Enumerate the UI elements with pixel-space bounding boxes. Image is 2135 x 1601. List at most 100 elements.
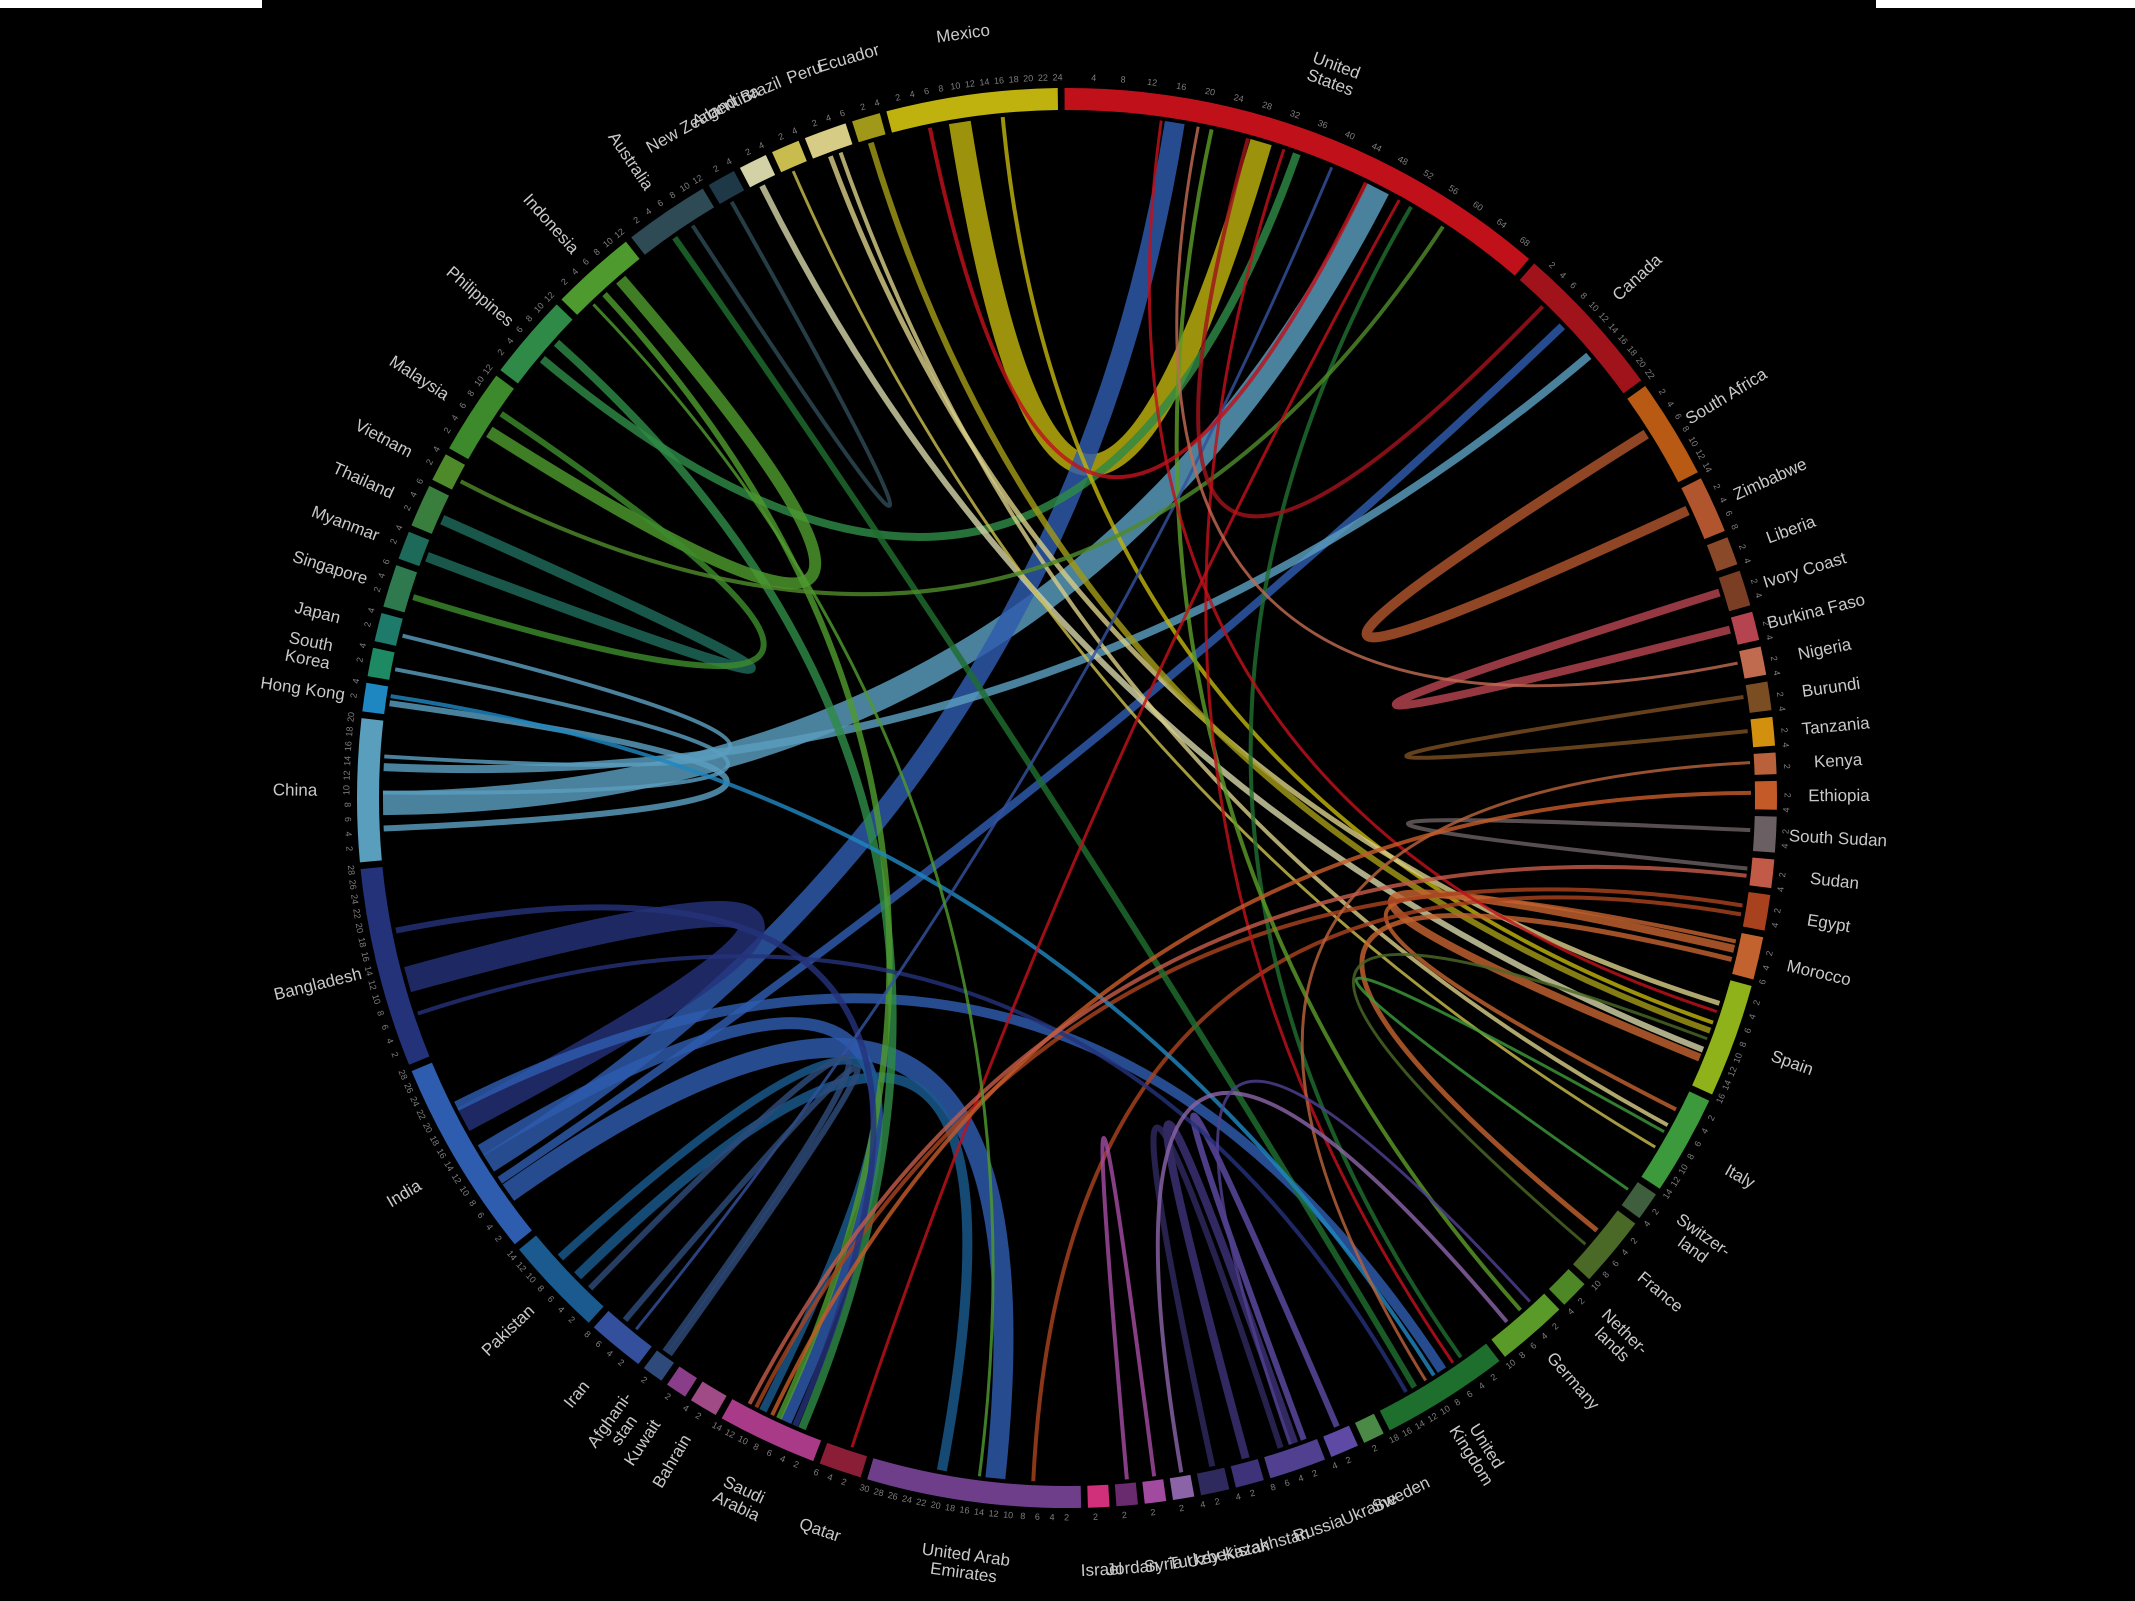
tick-brazil-2: 2 <box>777 131 786 142</box>
chord-myanmar-to-thailand <box>425 515 756 674</box>
tick-south-korea-2: 2 <box>354 656 365 663</box>
country-label-canada: Canada <box>1609 250 1666 305</box>
tick-pakistan-10: 10 <box>524 1271 538 1285</box>
tick-united-kingdom-18: 18 <box>1387 1432 1400 1445</box>
country-label-line: Brazil <box>738 73 785 107</box>
tick-philippines-10: 10 <box>532 301 546 315</box>
country-label-india: India <box>383 1176 425 1211</box>
country-label-israel: Israel <box>1080 1559 1122 1580</box>
tick-south-africa-2: 2 <box>1657 387 1668 397</box>
segment-arc-united-states <box>1064 88 1530 276</box>
segment-arc-mexico <box>886 88 1058 133</box>
tick-india-28: 28 <box>396 1068 409 1081</box>
tick-united-arab-emirates-12: 12 <box>988 1508 999 1519</box>
tick-south-africa-6: 6 <box>1673 412 1684 422</box>
chord-sudan-to-saudi-arabia <box>747 864 1747 1405</box>
tick-bangladesh-22: 22 <box>351 908 362 919</box>
chord-canada-to-united-states <box>1196 137 1545 519</box>
tick-myanmar-4: 4 <box>393 524 404 532</box>
country-label-brazil: Brazil <box>738 73 785 107</box>
tick-south-africa-4: 4 <box>1665 399 1676 409</box>
tick-india-10: 10 <box>458 1184 472 1198</box>
tick-philippines-12: 12 <box>542 290 556 304</box>
segment-arc-brazil <box>772 140 807 173</box>
tick-china-20: 20 <box>345 711 356 722</box>
segment-arc-saudi-arabia <box>721 1399 822 1462</box>
tick-burundi-4: 4 <box>1777 706 1788 712</box>
country-label-sudan: Sudan <box>1809 869 1860 893</box>
tick-burundi-2: 2 <box>1775 691 1786 697</box>
tick-south-africa-8: 8 <box>1680 424 1691 433</box>
tick-france-6: 6 <box>1610 1258 1621 1268</box>
country-label-line: Israel <box>1080 1559 1122 1580</box>
segment-arc-netherlands <box>1548 1269 1585 1305</box>
segment-arc-kenya <box>1753 752 1777 775</box>
tick-united-states-16: 16 <box>1176 81 1187 92</box>
country-label-france: France <box>1634 1268 1687 1316</box>
tick-united-arab-emirates-16: 16 <box>959 1504 970 1515</box>
tick-ivory-coast-2: 2 <box>1749 577 1760 585</box>
tick-malaysia-6: 6 <box>457 401 468 411</box>
tick-france-2: 2 <box>1628 1236 1639 1246</box>
segment-arc-france <box>1572 1210 1636 1280</box>
country-label-line: Malaysia <box>386 352 453 405</box>
chord-bangladesh-to-united-kingdom <box>417 954 1408 1394</box>
country-label-line: Liberia <box>1764 512 1819 548</box>
chord-indonesia-to-saudi-arabia <box>602 292 893 1420</box>
tick-malaysia-4: 4 <box>449 413 460 423</box>
segment-arc-canada <box>1519 263 1642 394</box>
tick-tanzania-2: 2 <box>1779 727 1789 733</box>
segment-arc-liberia <box>1706 537 1738 572</box>
tick-india-8: 8 <box>467 1198 478 1208</box>
segment-arc-russia <box>1264 1438 1326 1479</box>
tick-south-africa-12: 12 <box>1694 448 1708 462</box>
tick-kenya-2: 2 <box>1782 764 1792 769</box>
tick-japan-2: 2 <box>362 621 373 628</box>
tick-vietnam-2: 2 <box>424 457 435 466</box>
tick-india-12: 12 <box>450 1172 464 1186</box>
tick-japan-4: 4 <box>366 607 377 614</box>
tick-united-states-68: 68 <box>1518 234 1532 248</box>
tick-liberia-4: 4 <box>1742 557 1753 565</box>
tick-canada-20: 20 <box>1634 355 1648 369</box>
chord-china-to-united-states <box>382 183 1389 816</box>
tick-tanzania-4: 4 <box>1780 742 1790 748</box>
tick-ukraine-4: 4 <box>1331 1460 1339 1471</box>
tick-india-26: 26 <box>402 1082 415 1095</box>
tick-mexico-4: 4 <box>909 89 916 100</box>
tick-burkina-faso-2: 2 <box>1761 620 1772 627</box>
country-label-bangladesh: Bangladesh <box>272 964 364 1004</box>
tick-south-korea-4: 4 <box>357 642 368 649</box>
tick-bangladesh-20: 20 <box>354 922 366 934</box>
tick-india-20: 20 <box>421 1121 434 1134</box>
country-label-china: China <box>273 780 318 799</box>
tick-canada-14: 14 <box>1606 321 1620 335</box>
tick-spain-14: 14 <box>1720 1078 1733 1091</box>
tick-hong-kong-2: 2 <box>348 692 359 698</box>
chord-mexico-to-spain <box>1000 116 1714 1025</box>
tick-pakistan-12: 12 <box>514 1260 528 1274</box>
tick-zimbabwe-2: 2 <box>1711 482 1722 491</box>
tick-spain-12: 12 <box>1726 1065 1739 1078</box>
tick-italy-12: 12 <box>1669 1175 1683 1189</box>
tick-united-arab-emirates-8: 8 <box>1020 1511 1026 1521</box>
tick-united-arab-emirates-14: 14 <box>973 1506 984 1517</box>
tick-nigeria-2: 2 <box>1769 655 1780 662</box>
segment-arc-morocco <box>1732 932 1764 980</box>
country-label-united-kingdom: UnitedKingdom <box>1445 1413 1512 1489</box>
country-label-line: Nigeria <box>1796 634 1853 663</box>
tick-india-2: 2 <box>493 1234 504 1244</box>
tick-malaysia-2: 2 <box>442 426 453 435</box>
country-label-myanmar: Myanmar <box>309 502 382 545</box>
tick-kazakhstan-4: 4 <box>1235 1491 1242 1502</box>
tick-bangladesh-16: 16 <box>359 951 371 963</box>
country-label-line: Singapore <box>290 547 370 588</box>
tick-sudan-4: 4 <box>1775 886 1786 892</box>
tick-china-14: 14 <box>342 756 353 767</box>
tick-united-states-40: 40 <box>1343 129 1356 142</box>
tick-morocco-6: 6 <box>1757 978 1768 985</box>
country-label-line: India <box>383 1176 425 1211</box>
tick-australia-8: 8 <box>668 189 678 200</box>
tick-italy-4: 4 <box>1699 1126 1710 1135</box>
tick-bahrain-4: 4 <box>681 1403 691 1414</box>
